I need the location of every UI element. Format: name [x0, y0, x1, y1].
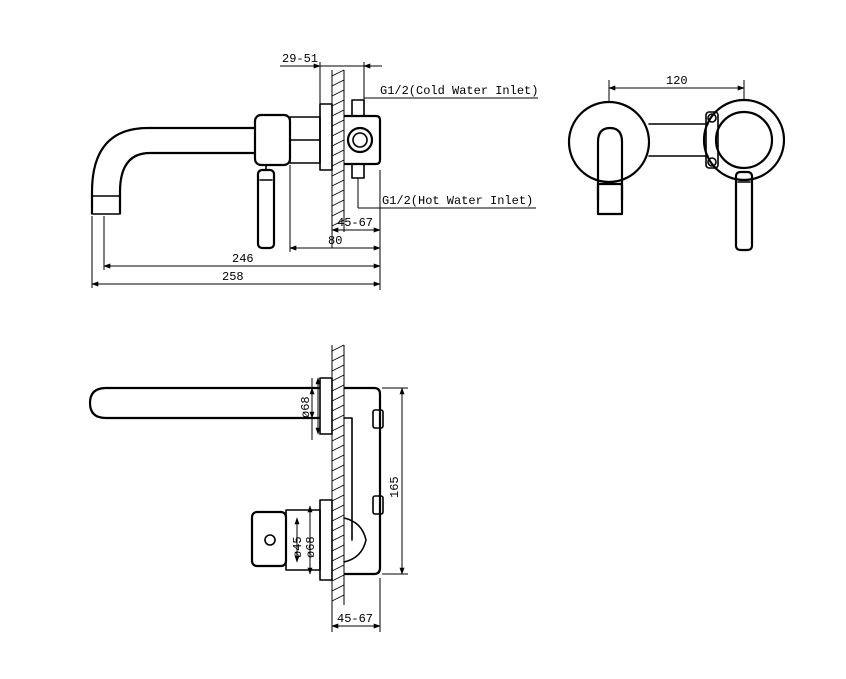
- spout-side: [90, 126, 255, 215]
- handle-rosette-front: [702, 98, 786, 252]
- dim-inlet-offset: 45-67: [337, 216, 373, 230]
- wall-hatch-side: [331, 69, 345, 232]
- wall-hatch-top: [331, 344, 345, 605]
- top-view: ø68 ø45 ø68 165 45-67: [88, 344, 408, 632]
- cold-water-inlet-callout: G1/2(Cold Water Inlet): [380, 84, 538, 98]
- dim-handle-rosette-dia: ø68: [304, 536, 318, 558]
- side-view: 29-51 G1/2(Cold Water Inlet) G1/2(Hot Wa…: [90, 52, 538, 290]
- handle-top: [250, 499, 367, 581]
- dim-handle-dia: ø45: [291, 536, 305, 558]
- top-dimensions: ø68 ø45 ø68 165 45-67: [291, 377, 408, 632]
- lever-handle-side: [256, 164, 276, 250]
- front-view: 120: [567, 74, 786, 252]
- spout-top: [88, 377, 333, 440]
- dim-inlet-offset-top: 45-67: [337, 612, 373, 626]
- spout-rosette-front: [567, 100, 651, 216]
- front-dimensions: 120: [608, 74, 745, 102]
- dim-wall-thickness: 29-51: [282, 52, 318, 66]
- hot-water-inlet-callout: G1/2(Hot Water Inlet): [382, 194, 533, 208]
- dim-body-depth: 80: [328, 234, 342, 248]
- valve-body-top: [343, 386, 384, 576]
- mixer-body-side: [253, 103, 333, 171]
- dim-centers: 120: [666, 74, 688, 88]
- dim-body-height: 165: [388, 476, 402, 498]
- valve-connector-front: [648, 111, 719, 169]
- valve-body-side: [344, 99, 382, 179]
- dim-spout-rosette-dia: ø68: [299, 396, 313, 418]
- dim-spout-to-wall: 246: [232, 252, 254, 266]
- side-dimensions: 29-51 G1/2(Cold Water Inlet) G1/2(Hot Wa…: [91, 52, 538, 290]
- dim-overall-length: 258: [222, 270, 244, 284]
